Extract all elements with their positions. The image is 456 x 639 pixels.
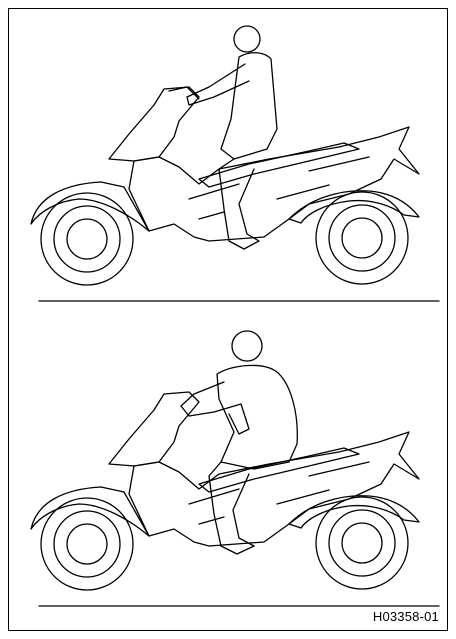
- rider-torso: [221, 53, 277, 159]
- rider-torso: [217, 365, 297, 469]
- rider-leg: [219, 159, 259, 249]
- front-wheel: [41, 193, 133, 285]
- rear-wheel: [316, 497, 408, 589]
- rear-fender: [289, 496, 419, 528]
- figure-frame: H03358-01: [8, 8, 448, 631]
- body-detail-lines: [189, 157, 369, 219]
- figure-code-label: H03358-01: [373, 609, 439, 624]
- atv-illustration-upright: [9, 9, 449, 309]
- rider-head: [232, 331, 262, 361]
- rider-head: [234, 26, 260, 52]
- rider-arm: [187, 64, 249, 105]
- front-cowl: [109, 87, 199, 161]
- atv-illustration-leaning: [9, 314, 449, 614]
- panel-rider-upright: [9, 9, 449, 309]
- rear-wheel: [316, 192, 408, 284]
- front-cowl: [109, 392, 199, 466]
- panel-rider-leaning: [9, 314, 449, 614]
- front-wheel: [41, 498, 133, 590]
- body-detail-lines: [189, 462, 369, 524]
- rider-arm: [181, 382, 249, 434]
- rear-fender: [289, 191, 419, 223]
